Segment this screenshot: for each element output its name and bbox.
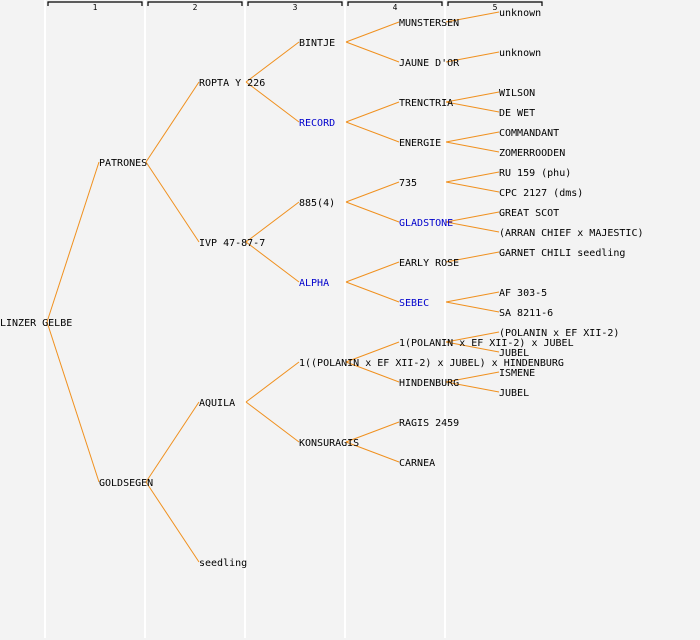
tree-edge [145, 401, 200, 483]
tree-edge [345, 421, 400, 443]
pedigree-node-link[interactable]: GLADSTONE [399, 218, 453, 229]
tree-edge [245, 201, 300, 243]
tree-edge [245, 81, 300, 123]
tree-edge [46, 321, 100, 483]
tree-edge [345, 201, 400, 223]
pedigree-node: RAGIS 2459 [399, 418, 459, 429]
tree-edge [445, 181, 500, 193]
generation-number: 4 [393, 3, 398, 12]
tree-edge [445, 51, 500, 63]
generation-bracket [347, 1, 443, 6]
tree-edge [345, 341, 400, 363]
tree-edge [145, 161, 200, 243]
tree-nodes: LINZER GELBE PATRONES ROPTA Y 226 BINTJE MUN… [0, 8, 644, 569]
tree-edge [145, 481, 200, 563]
tree-edge [445, 131, 500, 143]
pedigree-node: ENERGIE [399, 138, 441, 149]
pedigree-node: HINDENBURG [399, 378, 459, 389]
tree-edge [445, 171, 500, 183]
tree-edge [345, 41, 400, 63]
pedigree-node: DE WET [499, 108, 535, 119]
pedigree-node: RU 159 (phu) [499, 168, 571, 179]
generation-bracket [47, 1, 143, 6]
generation-number: 2 [193, 3, 198, 12]
pedigree-node: EARLY ROSE [399, 258, 459, 269]
pedigree-node: IVP 47-87-7 [199, 238, 265, 249]
generation-bracket [447, 1, 543, 6]
tree-edge [345, 181, 400, 203]
pedigree-node: AF 303-5 [499, 288, 547, 299]
pedigree-node-link[interactable]: ALPHA [299, 278, 329, 289]
pedigree-node: CARNEA [399, 458, 435, 469]
tree-edge [245, 361, 300, 403]
tree-edge [445, 381, 500, 393]
tree-edge [145, 81, 200, 163]
pedigree-node: SA 8211-6 [499, 308, 553, 319]
pedigree-node: MUNSTERSEN [399, 18, 459, 29]
tree-edge [445, 251, 500, 263]
tree-edge [345, 281, 400, 303]
tree-edge [445, 371, 500, 383]
pedigree-node: COMMANDANT [499, 128, 559, 139]
pedigree-node: BINTJE [299, 38, 335, 49]
tree-edge [245, 401, 300, 443]
pedigree-node: (POLANIN x EF XII-2) [499, 328, 619, 339]
tree-edge [445, 91, 500, 103]
tree-edge [445, 11, 500, 23]
pedigree-node: CPC 2127 (dms) [499, 188, 583, 199]
generation-number: 5 [493, 3, 498, 12]
generation-number: 1 [93, 3, 98, 12]
tree-edge [345, 101, 400, 123]
pedigree-node-link[interactable]: RECORD [299, 118, 335, 129]
tree-edge [445, 141, 500, 153]
tree-edge [345, 21, 400, 43]
pedigree-node: seedling [199, 558, 247, 569]
pedigree-node: GREAT SCOT [499, 208, 559, 219]
pedigree-node: ROPTA Y 226 [199, 78, 265, 89]
pedigree-node: PATRONES [99, 158, 147, 169]
pedigree-node: ISMENE [499, 368, 535, 379]
pedigree-node: JAUNE D'OR [399, 58, 460, 69]
pedigree-node: KONSURAGIS [299, 438, 359, 449]
pedigree-node: LINZER GELBE [0, 318, 72, 329]
pedigree-node-link[interactable]: SEBEC [399, 298, 429, 309]
pedigree-node: unknown [499, 8, 541, 19]
tree-edge [445, 101, 500, 113]
generation-bracket [147, 1, 243, 6]
tree-edge [245, 241, 300, 283]
pedigree-node: TRENCTRIA [399, 98, 453, 109]
pedigree-node: 1(POLANIN x EF XII-2) x JUBEL [399, 338, 574, 349]
generation-headers: 1 2 3 4 5 [47, 1, 543, 12]
tree-edge [445, 331, 500, 343]
column-separators [44, 0, 446, 638]
generation-bracket [247, 1, 343, 6]
pedigree-node: GOLDSEGEN [99, 478, 153, 489]
tree-edge [245, 41, 300, 83]
tree-edges [46, 11, 500, 563]
tree-edge [445, 301, 500, 313]
pedigree-node: 1((POLANIN x EF XII-2) x JUBEL) x HINDEN… [299, 358, 564, 369]
tree-edge [46, 161, 100, 323]
tree-edge [345, 121, 400, 143]
pedigree-node: GARNET CHILI seedling [499, 248, 625, 259]
pedigree-node: 735 [399, 178, 417, 189]
tree-edge [445, 221, 500, 233]
pedigree-node: WILSON [499, 88, 535, 99]
tree-edge [345, 261, 400, 283]
pedigree-node: unknown [499, 48, 541, 59]
pedigree-node: JUBEL [499, 348, 529, 359]
pedigree-node: AQUILA [199, 398, 235, 409]
pedigree-node: (ARRAN CHIEF x MAJESTIC) [499, 228, 644, 239]
tree-edge [345, 361, 400, 383]
pedigree-node: JUBEL [499, 388, 529, 399]
tree-edge [445, 211, 500, 223]
tree-edge [445, 341, 500, 353]
tree-edge [445, 291, 500, 303]
tree-edge [345, 441, 400, 463]
pedigree-node: 885(4) [299, 198, 335, 209]
generation-number: 3 [293, 3, 298, 12]
pedigree-node: ZOMERROODEN [499, 148, 565, 159]
